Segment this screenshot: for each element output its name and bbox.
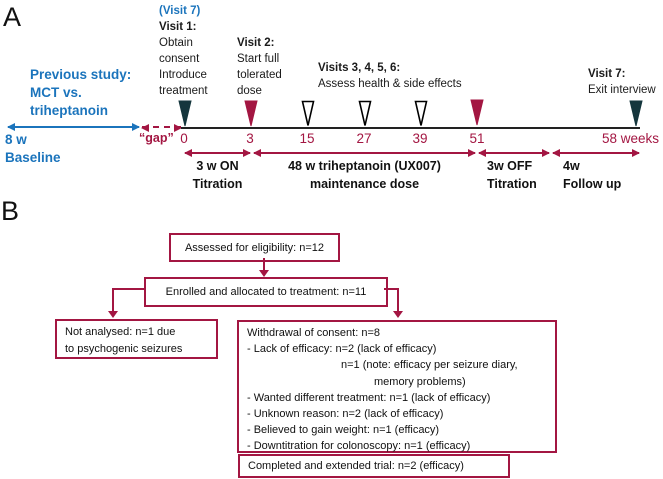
gap-label: “gap” [139,131,174,145]
not-analysed-line1: Not analysed: n=1 due [65,326,176,338]
visit1-annotation: Visit 1: Obtain consent Introduce treatm… [159,19,208,99]
baseline-text: 8 w Baseline [5,131,61,167]
withdrawal-line7: - Believed to gain weight: n=1 (efficacy… [247,424,440,437]
flow-box-assessed-text: Assessed for eligibility: n=12 [184,241,325,254]
tick-week-39: 39 [412,131,428,146]
phase3-line1: 3w OFF [487,159,533,173]
withdrawal-line1: Withdrawal of consent: n=8 [247,327,380,339]
connector-branch-left [112,288,146,313]
baseline-label: Baseline [5,150,61,165]
visit7-pre-label: (Visit 7) [159,5,201,17]
withdrawal-line5: - Wanted different treatment: n=1 (lack … [247,391,491,404]
flow-box-completed: Completed and extended trial: n=2 (effic… [238,454,510,478]
baseline-double-arrow [7,123,140,131]
visits3456-annotation: Visits 3, 4, 5, 6: Assess health & side … [318,60,462,92]
visit1-line1: Obtain [159,37,193,49]
phase2-line1: 48 w triheptanoin (UX007) [288,159,441,173]
phase-label-maintenance: 48 w triheptanoin (UX007) maintenance do… [254,157,475,193]
visit1-line3: Introduce [159,69,207,81]
gap-dashed-arrow [141,124,182,132]
connector-assessed-enrolled [263,258,265,271]
tick-week-3: 3 [246,131,254,146]
phase-arrow-titration-off [478,149,550,157]
panel-b-label: B [1,196,20,226]
flow-box-completed-text: Completed and extended trial: n=2 (effic… [248,460,464,472]
phase1-line2: Titration [192,177,243,191]
marker-week39-visit5-icon [414,100,428,126]
visit2-line3: dose [237,85,262,97]
visit2-title: Visit 2: [237,37,275,49]
visit7-annotation: Visit 7: Exit interview [588,66,656,98]
visits3456-title: Visits 3, 4, 5, 6: [318,62,401,74]
phase2-line2: maintenance dose [309,177,420,191]
withdrawal-line3: n=1 (note: efficacy per seizure diary, [341,359,518,372]
flow-box-not-analysed: Not analysed: n=1 due to psychogenic sei… [55,319,218,359]
phase-label-followup: 4w Follow up [563,157,621,193]
marker-week27-visit4-icon [358,100,372,126]
visit7-line1: Exit interview [588,84,656,96]
tick-week-0: 0 [180,131,188,146]
connector-branch-right [384,288,399,313]
arrowhead-not-analysed-icon [108,311,118,318]
phase1-line1: 3 w ON [196,159,239,173]
previous-study-line3: triheptanoin [30,103,108,118]
arrowhead-withdrawal-icon [393,311,403,318]
visits3456-line1: Assess health & side effects [318,78,462,90]
phase3-line2: Titration [487,177,537,191]
phase4-line2: Follow up [563,177,622,191]
marker-week3-visit2-icon [244,100,258,127]
flow-box-enrolled-text: Enrolled and allocated to treatment: n=1… [165,286,367,298]
withdrawal-line6: - Unknown reason: n=2 (lack of efficacy) [247,408,444,421]
visit2-line1: Start full [237,53,280,65]
phase-arrow-maintenance [253,149,476,157]
withdrawal-line4: memory problems) [374,375,466,388]
previous-study-line1: Previous study: [30,67,132,82]
marker-week58-visit7-icon [629,100,643,127]
marker-week0-visit1-icon [178,100,192,127]
not-analysed-line2: to psychogenic seizures [65,343,183,355]
visit1-title: Visit 1: [159,21,197,33]
tick-week-15: 15 [299,131,315,146]
tick-week-58: 58 weeks [601,131,659,146]
marker-week15-visit3-icon [301,100,315,126]
flow-box-enrolled: Enrolled and allocated to treatment: n=1… [144,277,388,307]
visit1-line4: treatment [159,85,208,97]
baseline-weeks: 8 w [5,132,27,147]
panel-a-label: A [3,2,22,32]
visit2-annotation: Visit 2: Start full tolerated dose [237,35,282,99]
phase-arrow-followup [552,149,640,157]
timeline-axis [181,127,640,129]
phase-arrow-titration-on [184,149,251,157]
marker-week51-visit6-icon [470,99,484,126]
visit2-line2: tolerated [237,69,282,81]
tick-week-51: 51 [469,131,485,146]
previous-study-text: Previous study: MCT vs. triheptanoin [30,66,131,120]
flow-box-withdrawal: Withdrawal of consent: n=8 - Lack of eff… [237,320,557,453]
visit1-line2: consent [159,53,200,65]
phase-label-titration-off: 3w OFF Titration [487,157,537,193]
flow-box-assessed: Assessed for eligibility: n=12 [169,233,340,262]
phase-label-titration-on: 3 w ON Titration [185,157,250,193]
phase4-line1: 4w [563,159,580,173]
arrowhead-enrolled-icon [259,270,269,277]
withdrawal-line8: - Downtitration for colonoscopy: n=1 (ef… [247,440,471,453]
visit7-title: Visit 7: [588,68,626,80]
previous-study-line2: MCT vs. [30,85,82,100]
tick-week-27: 27 [356,131,372,146]
withdrawal-line2: - Lack of efficacy: n=2 (lack of efficac… [247,343,437,356]
